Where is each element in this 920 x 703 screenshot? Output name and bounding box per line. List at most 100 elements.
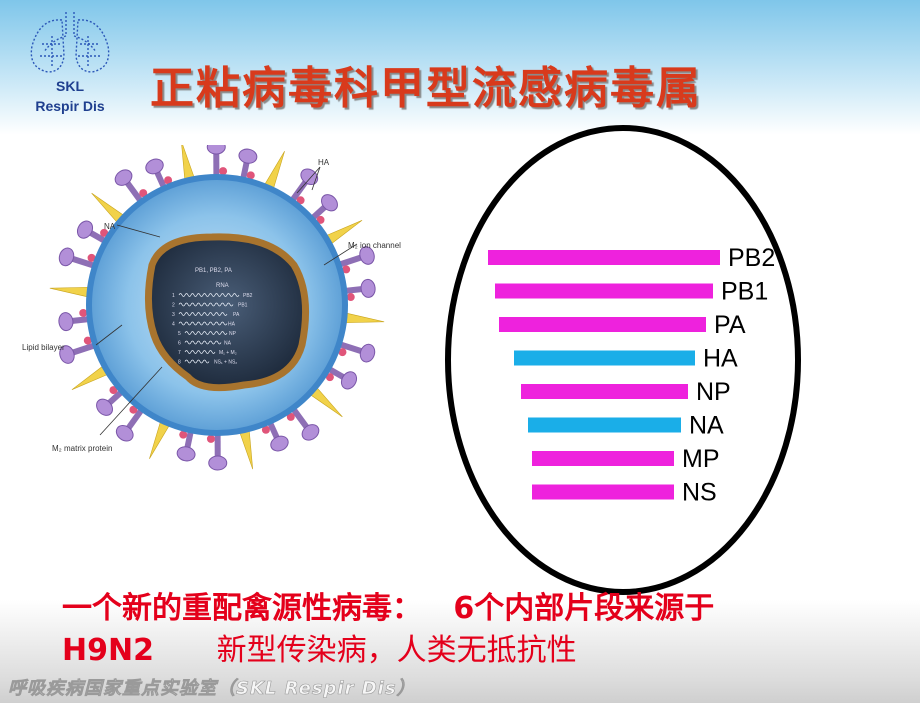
- na-spike-head: [76, 220, 94, 239]
- segment-label-pb2: PB2: [728, 244, 775, 272]
- rna-segment-number: 8: [178, 360, 181, 366]
- summary-line-1: 一个新的重配禽源性病毒： 6个内部片段来源于: [62, 588, 912, 630]
- summary-text: 一个新的重配禽源性病毒： 6个内部片段来源于 H9N2 新型传染病，人类无抵抗性: [62, 588, 912, 672]
- na-spike-head: [58, 247, 75, 267]
- footer-lab-name: 呼吸疾病国家重点实验室（SKL Respir Dis）: [8, 678, 416, 700]
- na-spike-head: [321, 194, 338, 212]
- rna-segment-name: NS₁ + NS₂: [214, 360, 237, 366]
- na-spike-head: [270, 435, 289, 452]
- summary-line-2b: 新型传染病，人类无抵抗性: [216, 633, 577, 668]
- rna-strand: [184, 359, 210, 364]
- na-spike-head: [206, 145, 226, 155]
- rna-segment-name: PB2: [243, 293, 253, 299]
- ha-spike: [49, 286, 91, 298]
- lung-icon: [30, 12, 110, 73]
- m2-channel: [342, 265, 351, 274]
- m2-channel: [79, 308, 88, 317]
- m2-channel: [286, 412, 295, 421]
- logo-line1: SKL: [56, 78, 84, 94]
- rna-segment-number: 4: [172, 322, 175, 328]
- na-spike-head: [59, 345, 75, 364]
- m2-channel: [296, 196, 305, 205]
- surface-spikes: [49, 145, 385, 471]
- m2-channel: [338, 348, 347, 357]
- m2-matrix-protein-label: M₂ matrix protein: [52, 444, 112, 453]
- na-spike-head: [300, 168, 319, 185]
- na-spike-head: [301, 424, 320, 441]
- na-spike-head: [359, 343, 376, 363]
- na-spike-head: [176, 446, 196, 462]
- na-spike-head: [58, 312, 74, 332]
- na-spike-head: [114, 169, 133, 186]
- segment-label-ns: NS: [682, 479, 717, 507]
- segment-bar-pa: [499, 317, 706, 332]
- m2-channel: [109, 386, 118, 395]
- logo-line2: Respir Dis: [35, 98, 105, 114]
- skl-logo: SKL Respir Dis: [22, 6, 118, 116]
- page-title: 正粘病毒科甲型流感病毒属: [150, 63, 702, 114]
- ha-spike: [238, 428, 254, 470]
- rna-strand: [184, 340, 222, 345]
- summary-line-1a: 一个新的重配禽源性病毒：: [62, 591, 422, 626]
- segment-bar-ns: [532, 484, 674, 500]
- rna-segment-name: NP: [229, 331, 237, 337]
- segment-bar-pb1: [495, 283, 713, 299]
- rna-segment-number: 3: [172, 312, 175, 318]
- rna-segment-name: PA: [233, 312, 240, 318]
- rna-segment-number: 2: [172, 303, 175, 309]
- m2-channel: [83, 336, 92, 345]
- segment-bar-na: [528, 417, 681, 433]
- rna-strand: [178, 321, 228, 326]
- segment-label-pa: PA: [714, 311, 746, 339]
- rna-strand: [178, 293, 240, 297]
- rna-segment-name: M₁ + M₂: [219, 350, 237, 356]
- rna-strand: [184, 331, 228, 335]
- na-spike-head: [96, 398, 113, 416]
- na-spike-head: [340, 371, 358, 390]
- rna-segment-name: HA: [228, 322, 236, 328]
- m2-channel: [325, 373, 334, 382]
- summary-line-1b: 6个内部片段来源于: [453, 591, 715, 626]
- ha-spike: [181, 145, 196, 182]
- na-spike-head: [238, 148, 258, 164]
- lipid-bilayer-label: Lipid bilayer: [22, 343, 65, 352]
- rna-label: RNA: [216, 283, 229, 289]
- virus-core: [144, 233, 310, 392]
- rna-segment-number: 1: [172, 293, 175, 299]
- ha-spike: [343, 312, 385, 324]
- na-spike-head: [145, 158, 164, 175]
- segment-label-pb1: PB1: [721, 278, 768, 306]
- m2-channel: [164, 176, 173, 185]
- m2-channel: [139, 189, 148, 198]
- rna-segment-number: 6: [178, 341, 181, 347]
- rna-strand: [178, 302, 234, 307]
- polymerase-label: PB1, PB2, PA: [195, 268, 232, 274]
- summary-line-2: H9N2 新型传染病，人类无抵抗性: [62, 630, 912, 672]
- m2-channel: [206, 434, 215, 443]
- na-spike-head: [360, 278, 376, 298]
- m2-channel: [246, 171, 255, 180]
- segment-label-np: NP: [696, 378, 731, 406]
- na-label: NA: [104, 222, 116, 231]
- na-spike-head: [115, 425, 134, 442]
- m2-channel: [219, 167, 228, 176]
- segment-label-ha: HA: [703, 345, 738, 373]
- na-spike-head: [359, 246, 375, 265]
- m2-channel: [346, 293, 355, 302]
- m2-channel: [129, 405, 138, 414]
- segment-label-mp: MP: [682, 445, 720, 473]
- segment-bar-ha: [514, 350, 695, 366]
- na-spike-head: [208, 455, 228, 471]
- segment-bar-pb2: [488, 250, 720, 265]
- segment-bar-np: [521, 384, 688, 399]
- rna-strand: [178, 312, 228, 316]
- summary-line-2a: H9N2: [62, 633, 154, 668]
- m2-channel: [316, 215, 325, 224]
- rna-segment-number: 7: [178, 350, 181, 356]
- ha-label: HA: [318, 158, 330, 167]
- m2-channel: [261, 425, 270, 434]
